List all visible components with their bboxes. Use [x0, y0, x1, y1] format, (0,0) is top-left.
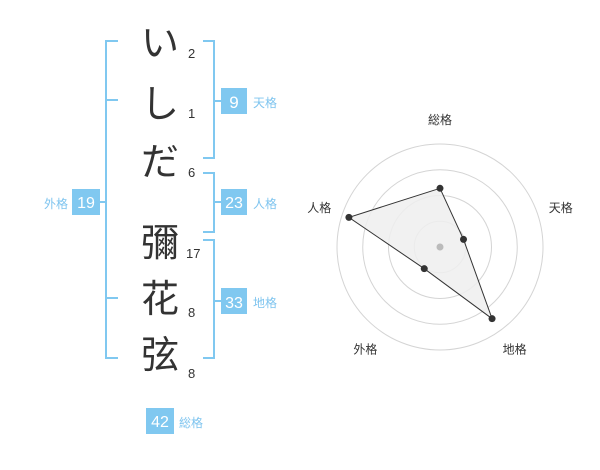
jinkaku-bracket: [203, 172, 215, 233]
stroke-count-2: 1: [188, 106, 195, 121]
radar-point-1: [436, 184, 444, 192]
gaikaku-badge: 外格 19: [44, 189, 100, 215]
chikaku-label: 地格: [253, 295, 277, 310]
gaikaku-label: 外格: [44, 196, 68, 211]
radar-axis-label-3: 地格: [503, 342, 527, 357]
radar-point-4: [420, 265, 428, 273]
tenkaku-bracket: [203, 40, 215, 159]
stroke-count-6: 8: [188, 366, 195, 381]
chikaku-bracket: [203, 239, 215, 359]
name-char-2: し: [141, 82, 179, 126]
radar-polygon: [347, 187, 494, 321]
soukaku-value: 42: [151, 414, 169, 431]
name-char-3: だ: [141, 140, 179, 184]
stroke-count-5: 8: [188, 305, 195, 320]
radar-points: [345, 184, 496, 323]
tenkaku-badge: 9 天格: [221, 88, 277, 114]
radar-axis-label-4: 外格: [353, 342, 377, 357]
stroke-count-3: 6: [188, 165, 195, 180]
soukaku-label: 総格: [179, 415, 203, 430]
gaikaku-bracket: [105, 40, 118, 359]
radar-ring: [362, 169, 518, 325]
radar-point-5: [345, 213, 353, 221]
stroke-count-1: 2: [188, 46, 195, 61]
chikaku-value: 33: [225, 295, 243, 312]
radar-ring: [336, 143, 544, 351]
stroke-count-4: 17: [186, 246, 200, 261]
radar-axis-label-1: 総格: [428, 112, 452, 127]
radar-axis-label-2: 天格: [549, 200, 573, 215]
radar-point-3: [488, 315, 496, 323]
radar-center-dot: [436, 243, 444, 251]
radar-axis-label-5: 人格: [307, 200, 331, 215]
name-char-6: 弦: [141, 333, 179, 377]
jinkaku-label: 人格: [253, 196, 277, 211]
radar-point-2: [460, 235, 468, 243]
name-column: い 2 し 1 だ 6 彌 17 花 8 弦 8: [141, 21, 200, 381]
chikaku-badge: 33 地格: [221, 288, 277, 314]
fortune-brackets: [100, 40, 221, 359]
jinkaku-badge: 23 人格: [221, 189, 277, 215]
tenkaku-value: 9: [229, 93, 238, 112]
name-char-1: い: [141, 21, 179, 65]
name-char-5: 花: [141, 277, 179, 321]
gaikaku-value: 19: [77, 195, 95, 212]
soukaku-badge: 42 総格: [146, 408, 203, 434]
jinkaku-value: 23: [225, 195, 243, 212]
tenkaku-label: 天格: [253, 95, 277, 110]
name-char-4: 彌: [141, 221, 179, 265]
